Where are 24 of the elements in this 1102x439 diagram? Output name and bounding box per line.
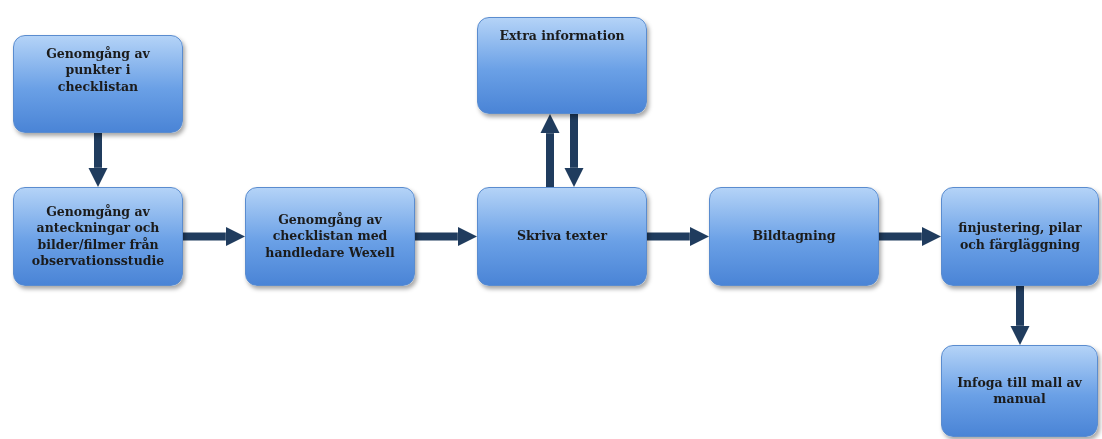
- arrow: [564, 114, 584, 187]
- box-label: Genomgång av punkter i checklistan: [45, 46, 151, 95]
- arrow: [879, 226, 941, 247]
- process-box: [941, 345, 1098, 437]
- arrow: [183, 226, 245, 247]
- arrow: [647, 226, 709, 247]
- box-label: Skriva texter: [516, 228, 608, 245]
- arrow: [540, 114, 560, 187]
- box-label: Infoga till mall av manual: [956, 374, 1083, 408]
- process-box: [13, 35, 183, 133]
- box-label: finjustering, pilar och färgläggning: [957, 220, 1083, 253]
- arrow: [415, 226, 477, 247]
- process-box: [13, 187, 183, 286]
- box-label: Bildtagning: [752, 228, 836, 245]
- process-box: [245, 187, 415, 286]
- process-box: [709, 187, 879, 286]
- process-box: [941, 187, 1099, 286]
- arrow: [1010, 286, 1030, 345]
- arrow: [88, 133, 108, 187]
- box-label: Extra information: [499, 28, 625, 45]
- box-label: Genomgång av anteckningar och bilder/filmer från observationsstudie: [30, 204, 166, 269]
- box-label: Genomgång av checklistan med handledare Wexell: [264, 212, 396, 261]
- process-box: [477, 187, 647, 286]
- process-box: [477, 17, 647, 114]
